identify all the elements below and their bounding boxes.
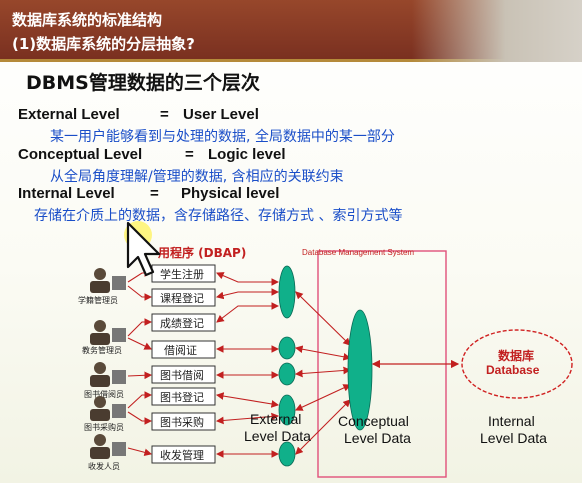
database-cn-label: 数据库: [498, 348, 534, 363]
user-label-1: 学籍管理员: [78, 295, 118, 305]
conceptual-caption-line1: Conceptual: [338, 413, 409, 429]
header-title: 数据库系统的标准结构: [12, 11, 163, 29]
app-box-8: 收发管理: [151, 445, 216, 464]
user-icon-5: [90, 434, 126, 459]
app-box-4: 借阅证: [151, 340, 216, 359]
user-icon-3: [90, 362, 126, 387]
app-box-2: 课程登记: [151, 288, 216, 307]
app-box-6: 图书登记: [151, 387, 216, 406]
app-label-3: 成绩登记: [160, 316, 204, 330]
external-level-name: External Level: [18, 106, 120, 123]
external-caption-line1: External: [250, 411, 301, 427]
internal-level-desc: 存储在介质上的数据，含存储路径、存储方式 、索引方式等: [34, 208, 403, 224]
app-label-7: 图书采购: [160, 415, 204, 429]
app-label-4: 借阅证: [164, 344, 197, 357]
internal-caption-line2: Level Data: [480, 430, 547, 446]
conceptual-level-desc: 从全局角度理解/管理的数据, 含相应的关联约束: [50, 169, 344, 185]
internal-level-eq: =: [150, 185, 159, 202]
internal-level-alias: Physical level: [181, 185, 280, 202]
app-box-7: 图书采购: [151, 412, 216, 431]
external-schema-2: [278, 336, 296, 360]
slide-header: 数据库系统的标准结构 (1)数据库系统的分层抽象?: [0, 0, 582, 62]
app-title: 用程序 (DBAP): [157, 245, 246, 260]
app-box-3: 成绩登记: [151, 313, 216, 332]
external-schema-1: [278, 265, 296, 319]
header-blurred-area: [412, 0, 582, 62]
conceptual-level-name: Conceptual Level: [18, 146, 143, 163]
app-label-5: 图书借阅: [160, 369, 204, 382]
app-box-1: 学生注册: [151, 264, 216, 283]
external-level-desc: 某一用户能够看到与处理的数据, 全局数据中的某一部分: [50, 129, 395, 145]
conceptual-caption-line2: Level Data: [344, 430, 411, 446]
external-level-eq: =: [160, 106, 169, 123]
app-label-1: 学生注册: [160, 267, 204, 281]
external-schema-4: [278, 394, 296, 426]
user-icon-4: [90, 396, 126, 421]
conceptual-level-eq: =: [185, 146, 194, 163]
external-schema-3: [278, 362, 296, 386]
user-label-5: 收发人员: [88, 461, 120, 471]
dbms-title: Database Management System: [302, 248, 414, 257]
user-icon-2: [90, 320, 126, 345]
conceptual-level-alias: Logic level: [208, 146, 286, 163]
database-circle: [461, 329, 573, 399]
user-label-4: 图书采购员: [84, 422, 124, 432]
three-level-diagram: Database Management System 用程序 (DBAP) 学籍…: [78, 245, 573, 478]
user-label-3: 图书借阅员: [84, 389, 124, 399]
user-icon-1: [90, 268, 126, 293]
internal-caption-line1: Internal: [488, 413, 535, 429]
external-caption-line2: Level Data: [244, 428, 311, 444]
conceptual-schema: [347, 309, 373, 431]
app-label-8: 收发管理: [160, 448, 204, 462]
app-label-2: 课程登记: [160, 291, 204, 305]
user-label-2: 教务管理员: [82, 345, 122, 355]
mouse-pointer-icon: [124, 221, 161, 277]
database-en-label: Database: [486, 363, 540, 377]
header-subtitle: (1)数据库系统的分层抽象?: [12, 35, 195, 53]
app-box-5: 图书借阅: [151, 365, 216, 384]
internal-level-name: Internal Level: [18, 185, 115, 202]
section-heading: DBMS管理数据的三个层次: [26, 72, 260, 94]
external-level-alias: User Level: [183, 106, 259, 123]
external-schema-5: [278, 441, 296, 467]
app-label-6: 图书登记: [160, 390, 204, 404]
